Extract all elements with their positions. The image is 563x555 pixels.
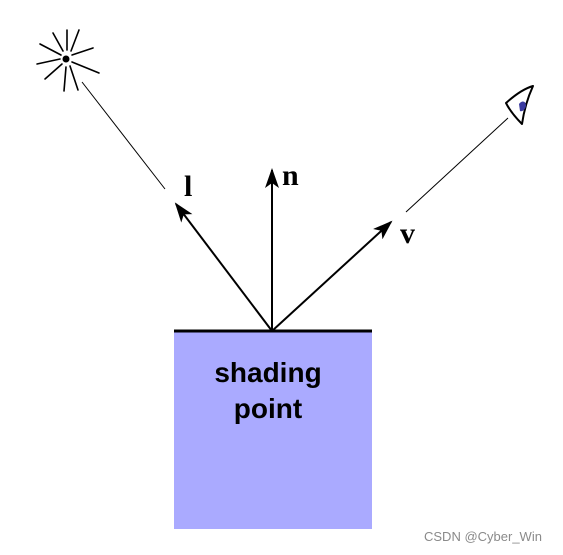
light-direction-line — [81, 81, 166, 190]
shading-point-label-line2: point — [234, 393, 302, 424]
view-direction-line — [405, 117, 509, 213]
sun-icon — [36, 29, 100, 92]
watermark: CSDN @Cyber_Win — [424, 529, 542, 544]
light-vector-label: l — [184, 170, 192, 203]
view-vector-arrow — [271, 220, 393, 332]
light-vector-arrow — [174, 202, 273, 332]
normal-vector-label: n — [282, 159, 299, 192]
eye-icon — [505, 85, 534, 125]
shading-point-label-line1: shading — [214, 357, 321, 388]
shading-point-box — [174, 331, 372, 529]
view-vector-label: v — [400, 217, 415, 250]
